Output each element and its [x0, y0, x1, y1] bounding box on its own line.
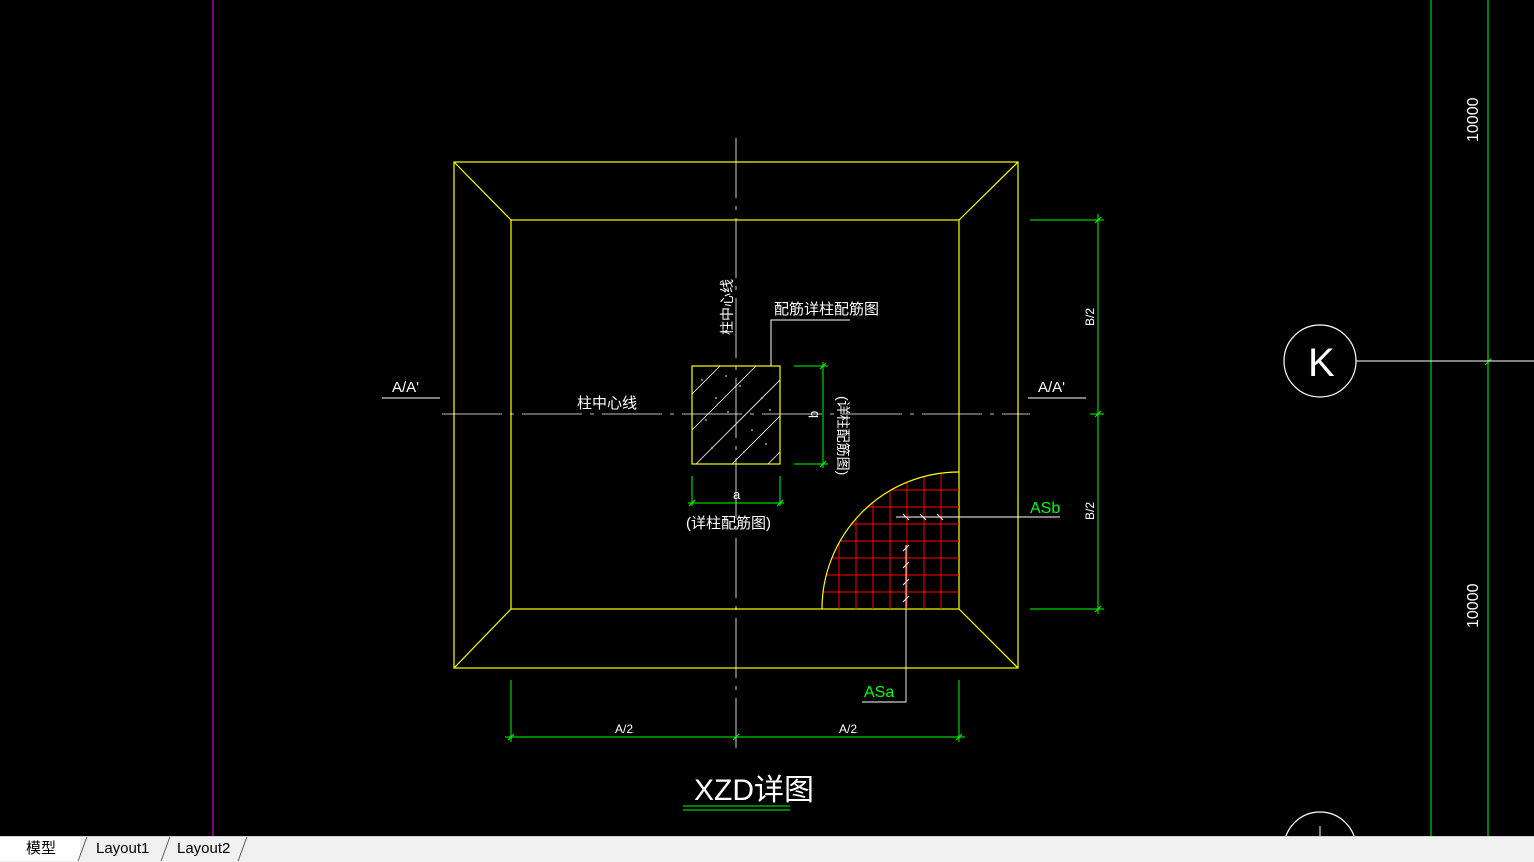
dim-a-note: (详柱配筋图)	[686, 515, 771, 532]
section-label-left: A/A'	[392, 379, 419, 396]
dim-a-value: a	[733, 487, 741, 502]
asb-leader	[896, 513, 1060, 521]
tab-layout1[interactable]: Layout1	[86, 837, 166, 861]
asa-label: ASa	[864, 684, 894, 701]
dim-a-half	[505, 680, 965, 742]
dim-b-value: b	[806, 411, 821, 418]
dim-a-half-right: A/2	[839, 722, 857, 736]
dim-b-half	[1030, 214, 1104, 614]
grid-bubble-k: K	[1283, 324, 1534, 398]
section-marker-left: A/A'	[382, 379, 440, 399]
column-dim-a	[688, 476, 784, 507]
column-centerline-label-h: 柱中心线	[577, 395, 637, 412]
dim-b-half-top: B/2	[1083, 308, 1097, 326]
dim-b-half-bottom: B/2	[1083, 502, 1097, 520]
tab-model[interactable]: 模型	[0, 837, 80, 861]
column-dim-b	[794, 362, 828, 468]
section-marker-right: A/A'	[1028, 379, 1086, 399]
column-section	[691, 365, 781, 465]
column-centerline-label-v: 柱中心线	[719, 279, 735, 335]
grid-dim-bottom: 10000	[1465, 583, 1482, 628]
tab-layout2[interactable]: Layout2	[168, 837, 248, 861]
rebar-note: 配筋详柱配筋图	[770, 301, 879, 366]
dim-a-half-left: A/2	[615, 722, 633, 736]
grid-dim-top: 10000	[1465, 97, 1482, 142]
dim-b-note: (详柱配筋图)	[835, 396, 851, 475]
grid-bubble-k-label: K	[1308, 341, 1335, 385]
section-label-right: A/A'	[1038, 379, 1065, 396]
rebar-mesh	[821, 471, 960, 610]
drawing-title: XZD详图	[694, 774, 814, 807]
grid-dimension-lines	[1430, 0, 1492, 836]
asa-leader	[862, 544, 910, 703]
centerlines	[442, 138, 1030, 748]
grid-bubble-partial	[1285, 811, 1355, 836]
rebar-note-text: 配筋详柱配筋图	[774, 301, 879, 318]
drawing-canvas[interactable]: A/A' A/A' 柱中心线 柱中心线 配筋详柱配筋图	[0, 0, 1534, 836]
tab-layout1-label: Layout1	[96, 840, 150, 857]
asb-label: ASb	[1030, 500, 1060, 517]
tab-model-label: 模型	[26, 840, 57, 857]
layout-tab-bar: 模型 Layout1 Layout2	[0, 836, 1534, 862]
tab-layout2-label: Layout2	[177, 840, 231, 857]
